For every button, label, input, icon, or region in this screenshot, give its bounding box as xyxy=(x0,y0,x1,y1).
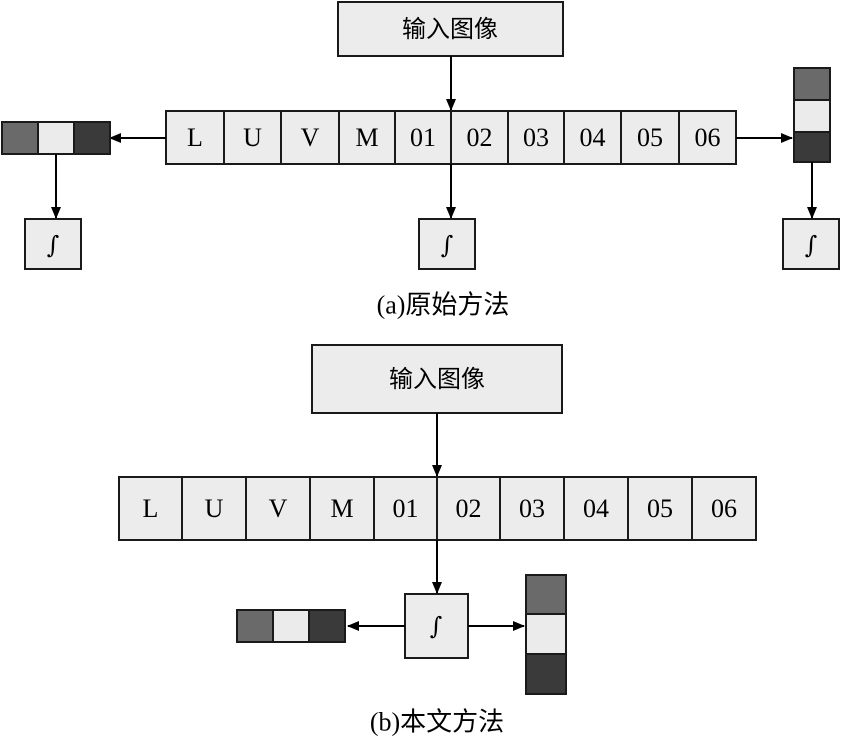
cell-label-b: U xyxy=(205,494,224,523)
vertical-swatch-a xyxy=(793,67,831,163)
input-image-label-b: 输入图像 xyxy=(389,365,485,393)
swatch-cell-light xyxy=(272,609,310,643)
cell-box-a xyxy=(563,110,622,165)
integral-box-left-a xyxy=(24,218,82,270)
swatch-cell-dark xyxy=(73,121,111,155)
swatch-cell-dark xyxy=(308,609,346,643)
cell-label-b: L xyxy=(143,494,159,523)
cell-label-a: 01 xyxy=(410,123,436,152)
swatch-cell-dark xyxy=(525,653,567,695)
swatch-cell-light xyxy=(525,613,567,655)
cell-box-b xyxy=(373,476,438,541)
cell-box-b xyxy=(309,476,375,541)
swatch-cell-light xyxy=(37,121,75,155)
cell-row-a: L U V M 01 02 03 04 05 06 xyxy=(165,110,737,165)
swatch-cell-mid xyxy=(1,121,39,155)
cell-box-b xyxy=(563,476,629,541)
cell-label-a: V xyxy=(301,123,320,152)
cell-label-b: V xyxy=(269,494,288,523)
caption-a: (a)原始方法 xyxy=(377,291,510,320)
panel-b: 输入图像 L U V M 01 02 03 04 05 06 ∫ (b)本文方法 xyxy=(118,344,757,737)
cell-label-a: 06 xyxy=(695,123,721,152)
cell-label-b: 01 xyxy=(393,494,419,523)
cell-label-a: U xyxy=(243,123,262,152)
integral-icon: ∫ xyxy=(805,231,818,259)
integral-box-center-a xyxy=(418,218,476,270)
cell-label-b: 04 xyxy=(583,494,609,523)
integral-icon: ∫ xyxy=(441,231,454,259)
cell-label-b: 02 xyxy=(456,494,482,523)
horizontal-swatch-b xyxy=(236,609,346,643)
input-image-box-b xyxy=(311,344,563,414)
cell-box-b xyxy=(181,476,247,541)
caption-b: (b)本文方法 xyxy=(370,708,504,737)
cell-box-b xyxy=(627,476,693,541)
input-image-box-a xyxy=(337,1,564,57)
vertical-swatch-b xyxy=(525,574,567,695)
cell-label-a: 02 xyxy=(467,123,493,152)
panel-a: 输入图像 L U V M 01 02 03 04 05 06 ∫ ∫ ∫ (a)原始方法 xyxy=(1,1,840,320)
cell-box-a xyxy=(223,110,282,165)
cell-box-b xyxy=(436,476,501,541)
swatch-cell-dark xyxy=(793,131,831,163)
swatch-cell-mid xyxy=(525,574,567,615)
swatch-cell-light xyxy=(793,99,831,133)
cell-label-a: M xyxy=(355,123,378,152)
input-image-label-a: 输入图像 xyxy=(402,15,498,43)
cell-box-b xyxy=(118,476,183,541)
cell-label-a: 03 xyxy=(523,123,549,152)
cell-label-b: 06 xyxy=(711,494,737,523)
cell-label-a: L xyxy=(187,123,203,152)
cell-box-a xyxy=(620,110,680,165)
cell-label-a: 04 xyxy=(580,123,606,152)
cell-box-a xyxy=(678,110,737,165)
cell-label-b: 05 xyxy=(647,494,673,523)
horizontal-swatch-a xyxy=(1,121,111,155)
integral-icon: ∫ xyxy=(47,231,60,259)
integral-box-right-a xyxy=(782,218,840,270)
cell-box-b xyxy=(499,476,565,541)
cell-label-b: 03 xyxy=(519,494,545,523)
swatch-cell-mid xyxy=(793,67,831,101)
cell-box-b xyxy=(691,476,757,541)
integral-icon: ∫ xyxy=(430,612,443,640)
cell-label-b: M xyxy=(330,494,353,523)
cell-row-b: L U V M 01 02 03 04 05 06 xyxy=(118,476,757,541)
swatch-cell-mid xyxy=(236,609,274,643)
cell-label-a: 05 xyxy=(637,123,663,152)
